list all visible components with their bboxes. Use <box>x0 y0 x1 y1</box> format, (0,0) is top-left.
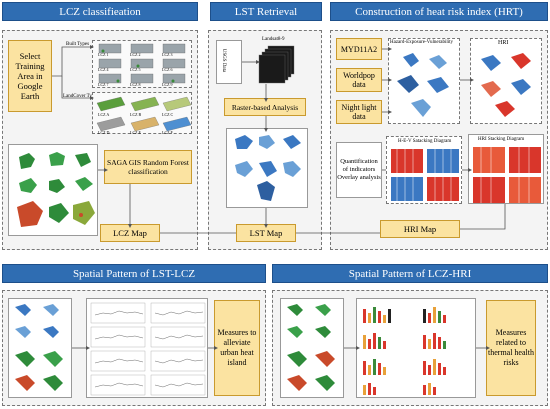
landcover-types-grid <box>92 92 192 134</box>
hri-maps-illustration <box>481 53 531 117</box>
lcz-label-c: LCZ C <box>162 112 174 117</box>
hev-title: Hazard-Exposure-Vulnerability <box>390 40 454 45</box>
lcz-label-f: LCZ F <box>162 130 173 135</box>
lcz-label-4: LCZ 4 <box>98 67 109 72</box>
hri-title: HRI <box>498 40 509 46</box>
hev-maps-illustration <box>397 53 449 117</box>
landsat-label: Landsat8-9 <box>262 37 285 42</box>
lst-map-box: LST Map <box>236 224 296 242</box>
header-lcz: LCZ classifieation <box>2 2 198 21</box>
usgs-data-label: USGS Data <box>221 48 227 73</box>
hri-stack-box <box>468 134 544 204</box>
hev-stack-title: H-E-V Satacking Diagram <box>398 139 452 144</box>
hri-stack-illustration <box>473 147 541 203</box>
built-types-label: Built Types <box>66 42 90 47</box>
lcz-map-mosaic <box>8 144 98 236</box>
landcover-illustration <box>96 96 192 132</box>
lcz-label-7: LCZ 7 <box>98 82 109 87</box>
hev-stack-box <box>386 136 462 204</box>
header-spatial-lst: Spatial Pattern of LST-LCZ <box>2 264 266 283</box>
hev-stack-illustration <box>391 149 459 201</box>
hri-lcz-charts-illustration <box>363 307 446 395</box>
hri-lcz-maps <box>280 298 344 398</box>
built-types-illustration <box>98 43 186 84</box>
built-types-grid <box>92 40 192 88</box>
usgs-data-box <box>216 40 242 84</box>
hri-map-box: HRI Map <box>380 220 460 238</box>
lcz-label-2: LCZ 2 <box>130 52 141 57</box>
lst-lcz-charts-illustration <box>90 302 206 396</box>
lcz-label-1: LCZ 1 <box>98 52 109 57</box>
hev-maps-box <box>388 38 460 124</box>
header-hrt: Construction of heat risk index (HRT) <box>330 2 548 21</box>
select-training-box: Select Training Area in Google Earth <box>8 40 52 112</box>
lcz-label-5: LCZ 5 <box>130 67 141 72</box>
lcz-label-3: LCZ 3 <box>162 52 173 57</box>
lcz-label-a: LCZ A <box>98 112 110 117</box>
hri-maps-box <box>470 38 542 124</box>
landsat-stack-illustration <box>258 45 295 84</box>
lst-lcz-maps-illustration <box>15 304 63 391</box>
measures-uhi-box: Measures to alleviate urban heat island <box>214 300 260 396</box>
hri-stack-title: HRI Stacking Diagram <box>478 137 525 142</box>
lst-lcz-maps <box>8 298 72 398</box>
hri-lcz-charts <box>356 298 476 398</box>
hri-lcz-maps-illustration <box>287 304 335 391</box>
lcz-map-box: LCZ Map <box>100 224 160 242</box>
landsat-stack <box>256 44 298 84</box>
lcz-label-8: LCZ 8 <box>130 82 141 87</box>
lst-lcz-charts <box>86 298 208 398</box>
lcz-label-9: LCZ 9 <box>162 82 173 87</box>
lcz-label-6: LCZ 6 <box>162 67 173 72</box>
quantification-box: Quantification of indicators Overlay ana… <box>336 142 382 198</box>
header-lst: LST Retrieval <box>210 2 322 21</box>
lst-maps-illustration <box>235 135 301 201</box>
lcz-label-d: LCZ D <box>98 130 110 135</box>
worldpop-box: Worldpop data <box>336 68 382 92</box>
lcz-maps-illustration <box>17 152 95 227</box>
measures-health-box: Measures related to thermal health risks <box>486 300 536 396</box>
lcz-label-b: LCZ B <box>130 112 142 117</box>
lcz-label-e: LCZ E <box>130 130 141 135</box>
header-spatial-hri: Spatial Pattern of LCZ-HRI <box>272 264 548 283</box>
nightlight-box: Night light data <box>336 100 382 124</box>
raster-analysis-box: Raster-based Analysis <box>224 98 306 116</box>
saga-classification-box: SAGA GIS Random Forest classification <box>104 150 192 184</box>
lst-map-thumbnail <box>226 128 308 208</box>
myd11a2-box: MYD11A2 <box>336 38 382 60</box>
